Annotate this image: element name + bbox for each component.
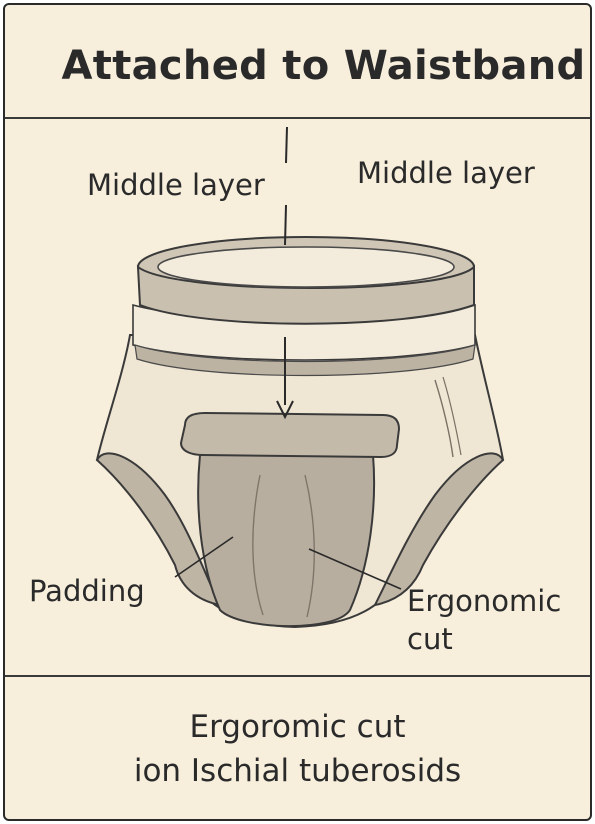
pointer-arrowhead xyxy=(276,400,294,420)
footer-line-1: Ergoromic cut xyxy=(189,709,406,745)
label-middle-layer-left: Middle layer xyxy=(87,168,265,202)
diagram-title: Attached to Waistband xyxy=(61,43,586,89)
label-ergonomic-line2: cut xyxy=(407,622,453,656)
footer-divider xyxy=(5,675,590,677)
right-leg-opening xyxy=(373,452,505,607)
title-divider xyxy=(5,117,590,119)
label-middle-layer-right: Middle layer xyxy=(357,156,535,190)
footer-line-2: ion Ischial tuberosids xyxy=(133,753,462,789)
right-seam xyxy=(434,379,454,458)
diagram-frame: Attached to Waistband Middle lay xyxy=(3,3,592,821)
label-ergonomic-line1: Ergonomic xyxy=(407,584,562,618)
padding-pouch xyxy=(197,454,376,628)
ergonomic-leader xyxy=(308,548,402,590)
waistband-inner xyxy=(157,246,455,288)
inner-waist-shadow xyxy=(134,344,476,377)
middle-layer-pad xyxy=(179,411,401,459)
waistband-front xyxy=(136,264,475,325)
brief-illustration xyxy=(95,126,505,629)
pointer-line-top xyxy=(285,126,288,164)
padding-crease-2 xyxy=(304,474,315,618)
right-seam-2 xyxy=(442,376,462,456)
padding-crease-1 xyxy=(252,474,264,616)
label-padding: Padding xyxy=(29,574,145,608)
footer-caption: Ergoromic cut ion Ischial tuberosids xyxy=(5,705,590,793)
padding-leader xyxy=(174,536,234,578)
pointer-line-mid xyxy=(284,204,287,246)
